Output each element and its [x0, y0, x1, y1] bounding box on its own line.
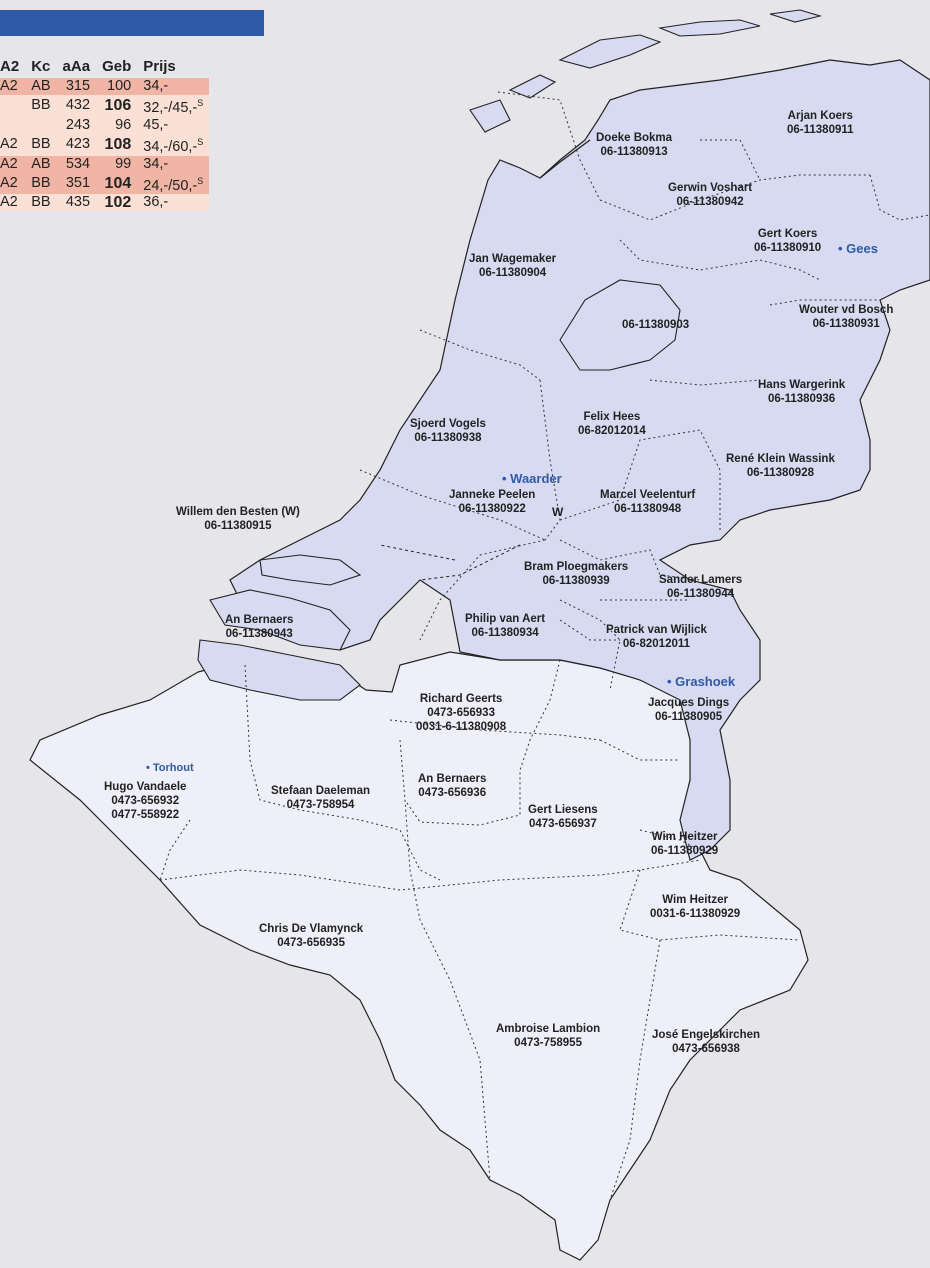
price-cell-c4: 102 [96, 194, 138, 212]
city-waarder: • Waarder [502, 471, 562, 486]
price-cell-c2: BB [25, 172, 57, 195]
col-header-prijs: Prijs [143, 58, 176, 75]
afsluitdijk [539, 139, 591, 179]
price-cell-c5: 34,- [137, 78, 210, 95]
flevoland [559, 279, 681, 371]
price-cell-c1 [0, 116, 26, 134]
price-cell-c1: A2 [0, 133, 26, 156]
price-cell-c3: 534 [56, 155, 97, 173]
city-torhout: • Torhout [146, 762, 194, 774]
price-cell-c1: A2 [0, 155, 26, 173]
price-cell-c4: 96 [96, 116, 138, 134]
price-cell-c3: 315 [56, 78, 97, 95]
price-cell-c4: 106 [96, 95, 138, 117]
rivers [379, 544, 521, 581]
price-cell-c1 [0, 95, 26, 117]
price-cell-c4: 104 [96, 172, 138, 195]
price-cell-c2: BB [25, 194, 57, 212]
col-header-geb: Geb [102, 58, 132, 75]
price-cell-c3: 423 [56, 133, 97, 156]
price-cell-c1: A2 [0, 172, 26, 195]
w-marker: W [552, 505, 564, 519]
city-grashoek: • Grashoek [667, 674, 736, 689]
price-cell-c3: 435 [56, 194, 97, 212]
price-cell-c2: BB [25, 133, 57, 156]
price-cell-c1: A2 [0, 194, 26, 212]
netherlands-area [229, 59, 930, 861]
price-table-header: A2 Kc aAa Geb Prijs [0, 58, 209, 78]
region-label-willem: Willem den Besten (W)06-11380915 [176, 506, 300, 532]
region-borders [159, 91, 930, 1201]
price-cell-c2: AB [25, 155, 57, 173]
price-cell-c5: 24,-/50,-S [137, 172, 210, 195]
price-cell-c5: 34,- [137, 155, 210, 173]
price-cell-c5: 34,-/60,-S [137, 133, 210, 156]
city-gees: • Gees [838, 241, 878, 256]
col-header-kc: Kc [31, 58, 51, 75]
header-bar [0, 10, 264, 36]
zeeland-islands [197, 554, 362, 701]
price-cell-c4: 100 [96, 78, 138, 95]
price-cell-c5: 32,-/45,-S [137, 95, 210, 117]
price-cell-c3: 243 [56, 116, 97, 134]
region-label-flevo: 06-11380903 [622, 319, 690, 331]
wadden-islands [469, 9, 823, 133]
price-cell-c5: 45,- [137, 116, 210, 134]
price-cell-c3: 432 [56, 95, 97, 117]
price-cell-c4: 99 [96, 155, 138, 173]
price-cell-c2 [25, 116, 57, 134]
price-cell-c3: 351 [56, 172, 97, 195]
price-cell-c1: A2 [0, 78, 26, 95]
price-cell-c2: AB [25, 78, 57, 95]
col-header-aaa: aAa [62, 58, 91, 75]
col-header-a2: A2 [0, 58, 20, 75]
price-cell-c2: BB [25, 95, 57, 117]
price-cell-c5: 36,- [137, 194, 210, 212]
price-cell-c4: 108 [96, 133, 138, 156]
